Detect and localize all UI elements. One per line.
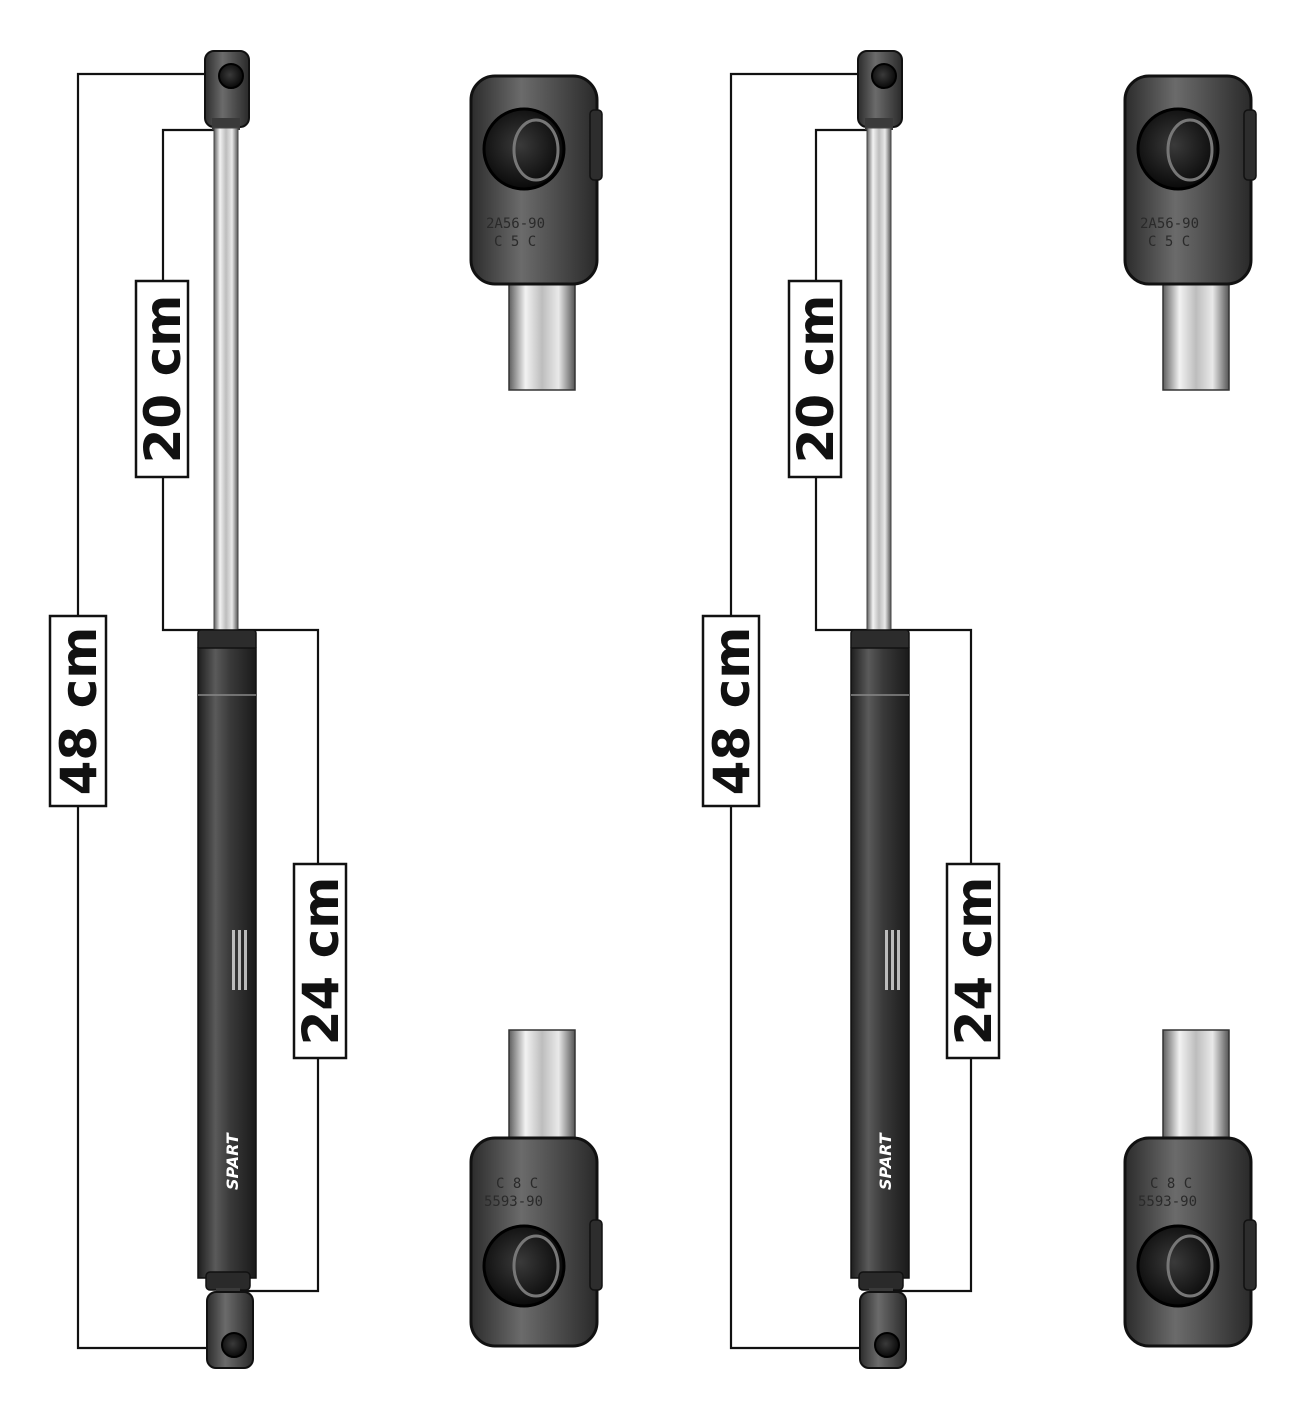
cylinder-body: SPART [850, 629, 910, 1291]
body-dimension-label: 24 cm [945, 862, 1003, 1060]
bottom-end-fitting [206, 1288, 254, 1369]
piston-rod [866, 127, 892, 633]
stroke-dimension-label: 20 cm [787, 279, 845, 479]
gas-strut-2: SPART 20 cm 48 cm 24 cm [701, 50, 1003, 1369]
stroke-dimension-label: 20 cm [134, 279, 192, 479]
svg-text:20 cm: 20 cm [787, 295, 845, 464]
svg-text:2A56-90: 2A56-90 [1140, 216, 1199, 232]
piston-rod [213, 127, 239, 633]
svg-text:2A56-90: 2A56-90 [486, 216, 545, 232]
brand-label: SPART [876, 1132, 895, 1190]
top-fitting-closeup-2: 2A56-90 C 5 C [1123, 74, 1257, 391]
overall-dimension-label: 48 cm [701, 614, 761, 808]
gas-strut-1: SPART 20 cm 48 cm 24 cm [48, 50, 350, 1369]
svg-text:5593-90: 5593-90 [484, 1194, 543, 1210]
svg-text:C 5 C: C 5 C [1148, 234, 1190, 250]
svg-text:5593-90: 5593-90 [1138, 1194, 1197, 1210]
bottom-fitting-closeup-2: C 8 C 5593-90 [1123, 1029, 1257, 1348]
bottom-fitting-closeup-1: C 8 C 5593-90 [469, 1029, 603, 1348]
overall-dimension-label: 48 cm [48, 614, 108, 808]
bottom-end-fitting [859, 1288, 907, 1369]
svg-text:48 cm: 48 cm [50, 627, 108, 796]
svg-text:24 cm: 24 cm [292, 877, 350, 1046]
svg-text:C 5 C: C 5 C [494, 234, 536, 250]
brand-label: SPART [223, 1132, 242, 1190]
svg-text:20 cm: 20 cm [134, 295, 192, 464]
body-dimension-label: 24 cm [292, 862, 350, 1060]
top-end-fitting [857, 50, 903, 130]
svg-text:48 cm: 48 cm [703, 627, 761, 796]
svg-text:C 8 C: C 8 C [1150, 1176, 1192, 1192]
cylinder-body: SPART [197, 629, 257, 1291]
svg-text:24 cm: 24 cm [945, 877, 1003, 1046]
svg-text:C 8 C: C 8 C [496, 1176, 538, 1192]
top-fitting-closeup-1: 2A56-90 C 5 C [469, 74, 603, 391]
top-end-fitting [204, 50, 250, 130]
